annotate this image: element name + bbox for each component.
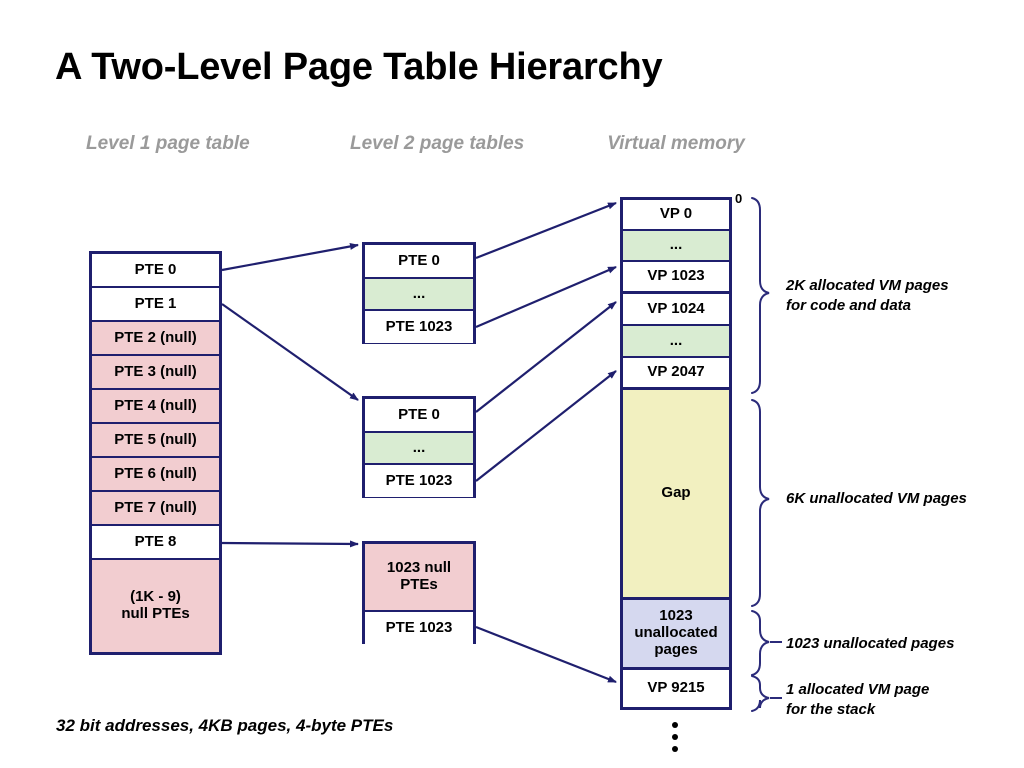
- level2-page-table-2: PTE 0 ... PTE 1023: [362, 396, 476, 498]
- arrow-pte0-to-level2-table1: [221, 243, 359, 272]
- level1-row-1[interactable]: PTE 1: [92, 288, 219, 322]
- page-title: A Two-Level Page Table Hierarchy: [55, 46, 663, 88]
- arrow-pte1-to-level2-table2: [221, 303, 359, 401]
- vm-row-vp9215[interactable]: VP 9215: [623, 670, 729, 707]
- annotation-allocated-code-data: 2K allocated VM pages for code and data: [786, 277, 949, 315]
- level2-t1-row-2[interactable]: PTE 1023: [365, 311, 473, 343]
- annotation-unallocated-6k: 6K unallocated VM pages: [786, 490, 967, 507]
- level1-row-3[interactable]: PTE 3 (null): [92, 356, 219, 390]
- level2-t1-row-1[interactable]: ...: [365, 279, 473, 311]
- column-heading-level1: Level 1 page table: [86, 133, 250, 154]
- level2-t3-row-0[interactable]: 1023 null PTEs: [365, 544, 473, 612]
- arrow-l2t2-pte0-to-vp1024: [475, 301, 617, 413]
- level1-row-8[interactable]: PTE 8: [92, 526, 219, 560]
- level2-page-table-3: 1023 null PTEs PTE 1023: [362, 541, 476, 645]
- level1-row-4[interactable]: PTE 4 (null): [92, 390, 219, 424]
- level1-row-0[interactable]: PTE 0: [92, 254, 219, 288]
- arrow-pte8-to-level2-table3: [221, 540, 359, 548]
- virtual-memory-column: VP 0 ... VP 1023 VP 1024 ... VP 2047 Gap…: [620, 197, 732, 710]
- vm-row-unallocated-1023[interactable]: 1023 unallocated pages: [623, 600, 729, 670]
- vm-row-ellipsis-1[interactable]: ...: [623, 231, 729, 262]
- column-heading-level2: Level 2 page tables: [350, 133, 525, 154]
- level1-row-7[interactable]: PTE 7 (null): [92, 492, 219, 526]
- arrow-l2t3-pte1023-to-vp9215: [475, 625, 617, 684]
- level1-row-6[interactable]: PTE 6 (null): [92, 458, 219, 492]
- level2-t1-row-0[interactable]: PTE 0: [365, 245, 473, 279]
- arrow-l2t1-pte1023-to-vp1023: [475, 265, 617, 329]
- brace-unallocated-1023: [751, 610, 770, 676]
- level2-page-table-1: PTE 0 ... PTE 1023: [362, 242, 476, 344]
- level2-t2-row-0[interactable]: PTE 0: [365, 399, 473, 433]
- level1-page-table: PTE 0 PTE 1 PTE 2 (null) PTE 3 (null) PT…: [89, 251, 222, 655]
- level2-t2-row-1[interactable]: ...: [365, 433, 473, 465]
- annotation-unallocated-1023: 1023 unallocated pages: [786, 635, 955, 652]
- brace-unallocated-6k: [751, 399, 770, 607]
- arrow-l2t2-pte1023-to-vp2047: [475, 370, 617, 482]
- vm-row-vp0[interactable]: VP 0: [623, 200, 729, 231]
- vm-row-gap[interactable]: Gap: [623, 390, 729, 600]
- column-heading-virtual-memory: Virtual memory: [607, 133, 745, 154]
- annotation-allocated-stack: 1 allocated VM page for the stack: [786, 681, 930, 719]
- level1-row-2[interactable]: PTE 2 (null): [92, 322, 219, 356]
- footnote-parameters: 32 bit addresses, 4KB pages, 4-byte PTEs: [56, 716, 394, 735]
- level2-t3-row-1[interactable]: PTE 1023: [365, 612, 473, 645]
- vertical-ellipsis-icon: [672, 722, 678, 752]
- address-zero-label: 0: [735, 191, 743, 206]
- level2-t2-row-2[interactable]: PTE 1023: [365, 465, 473, 497]
- vm-row-ellipsis-2[interactable]: ...: [623, 326, 729, 358]
- brace-allocated-stack: [751, 675, 770, 712]
- level1-row-5[interactable]: PTE 5 (null): [92, 424, 219, 458]
- vm-row-vp2047[interactable]: VP 2047: [623, 358, 729, 390]
- brace-allocated-code-data: [751, 197, 770, 394]
- vm-row-vp1023[interactable]: VP 1023: [623, 262, 729, 294]
- level1-row-9[interactable]: (1K - 9) null PTEs: [92, 560, 219, 652]
- arrow-l2t1-pte0-to-vp0: [475, 201, 617, 260]
- vm-row-vp1024[interactable]: VP 1024: [623, 294, 729, 326]
